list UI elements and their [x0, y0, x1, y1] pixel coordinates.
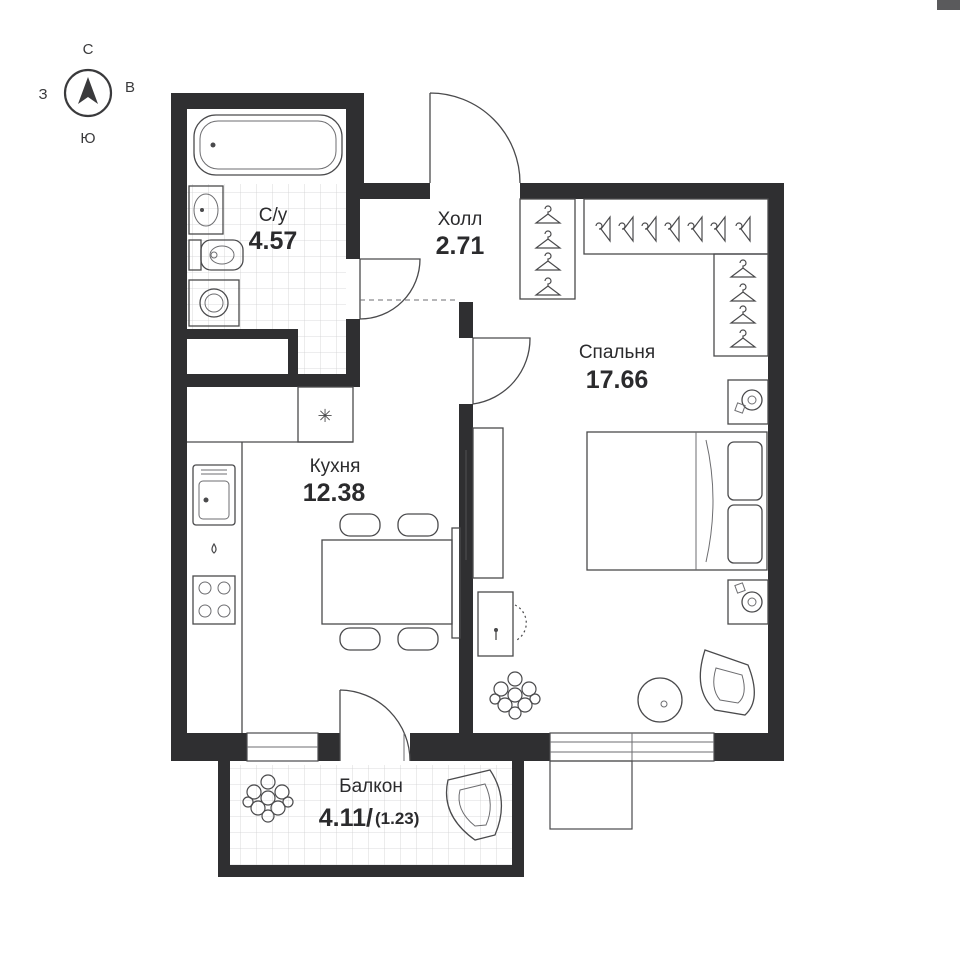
desk: [477, 591, 514, 657]
chair: [339, 513, 381, 537]
hall-wardrobe: [519, 198, 576, 300]
pillow: [727, 504, 763, 564]
compass-east: В: [125, 79, 135, 96]
armchair: [699, 649, 755, 716]
compass-west: З: [38, 86, 47, 103]
compass-arrow-icon: [78, 77, 98, 104]
bathroom-tile-floor: [187, 184, 346, 329]
bedroom-furniture: [465, 379, 769, 723]
plant-icon: [489, 671, 541, 720]
bathroom-area: 4.57: [249, 227, 298, 255]
cooktop: [192, 575, 236, 625]
corner-marker: [937, 0, 960, 10]
bathtub: [193, 114, 343, 176]
chair: [397, 513, 439, 537]
chair: [339, 627, 381, 651]
kitchen-sink: [192, 464, 236, 526]
balcony-area: 4.11/: [319, 804, 373, 832]
compass-north: С: [83, 41, 94, 58]
balcony-name: Балкон: [339, 776, 403, 797]
compass-south: Ю: [80, 130, 95, 147]
toilet-bowl: [200, 239, 244, 271]
lamp-icon: [741, 389, 763, 411]
tv-unit: [472, 427, 504, 579]
walls: [171, 93, 784, 877]
room-labels: С/у 4.57 Холл 2.71 Спальня 17.66 Кухня 1…: [249, 205, 656, 832]
balcony-armchair: [445, 769, 503, 841]
desk-chair: [514, 604, 527, 642]
chair: [397, 627, 439, 651]
kitchen-area: 12.38: [303, 479, 366, 507]
ventilation-icon: ✳: [317, 406, 332, 427]
hall-name: Холл: [438, 209, 483, 230]
round-side-table: [637, 677, 683, 723]
kitchen-fixtures: ✳: [187, 386, 461, 733]
bedroom-wardrobe-top: [583, 198, 769, 255]
wardrobes: [519, 198, 769, 357]
compass-ring: [63, 68, 113, 118]
nightstand: [727, 379, 769, 425]
kitchen-name: Кухня: [310, 456, 361, 477]
bathroom-tile-floor-lower: [296, 329, 346, 379]
sink: [188, 185, 224, 235]
double-bed: [586, 431, 768, 571]
washing-machine: [188, 279, 240, 327]
hall-area: 2.71: [436, 232, 485, 260]
windows: [246, 732, 715, 830]
dining-table: [321, 539, 453, 625]
compass: С Ю З В: [38, 41, 135, 147]
bathroom-fixtures: [188, 114, 343, 327]
water-drop-icon: [211, 542, 217, 554]
ventilation-box: [297, 386, 354, 443]
doors: [339, 92, 531, 762]
balcony-furniture: [242, 769, 503, 841]
bedroom-wardrobe-side: [713, 253, 769, 357]
nightstand: [727, 579, 769, 625]
bathroom-name: С/у: [259, 205, 288, 226]
bedroom-name: Спальня: [579, 342, 655, 363]
pillow: [727, 441, 763, 501]
lamp-icon: [741, 591, 763, 613]
bedroom-area: 17.66: [586, 366, 649, 394]
balcony-area-reduced: (1.23): [375, 809, 419, 828]
